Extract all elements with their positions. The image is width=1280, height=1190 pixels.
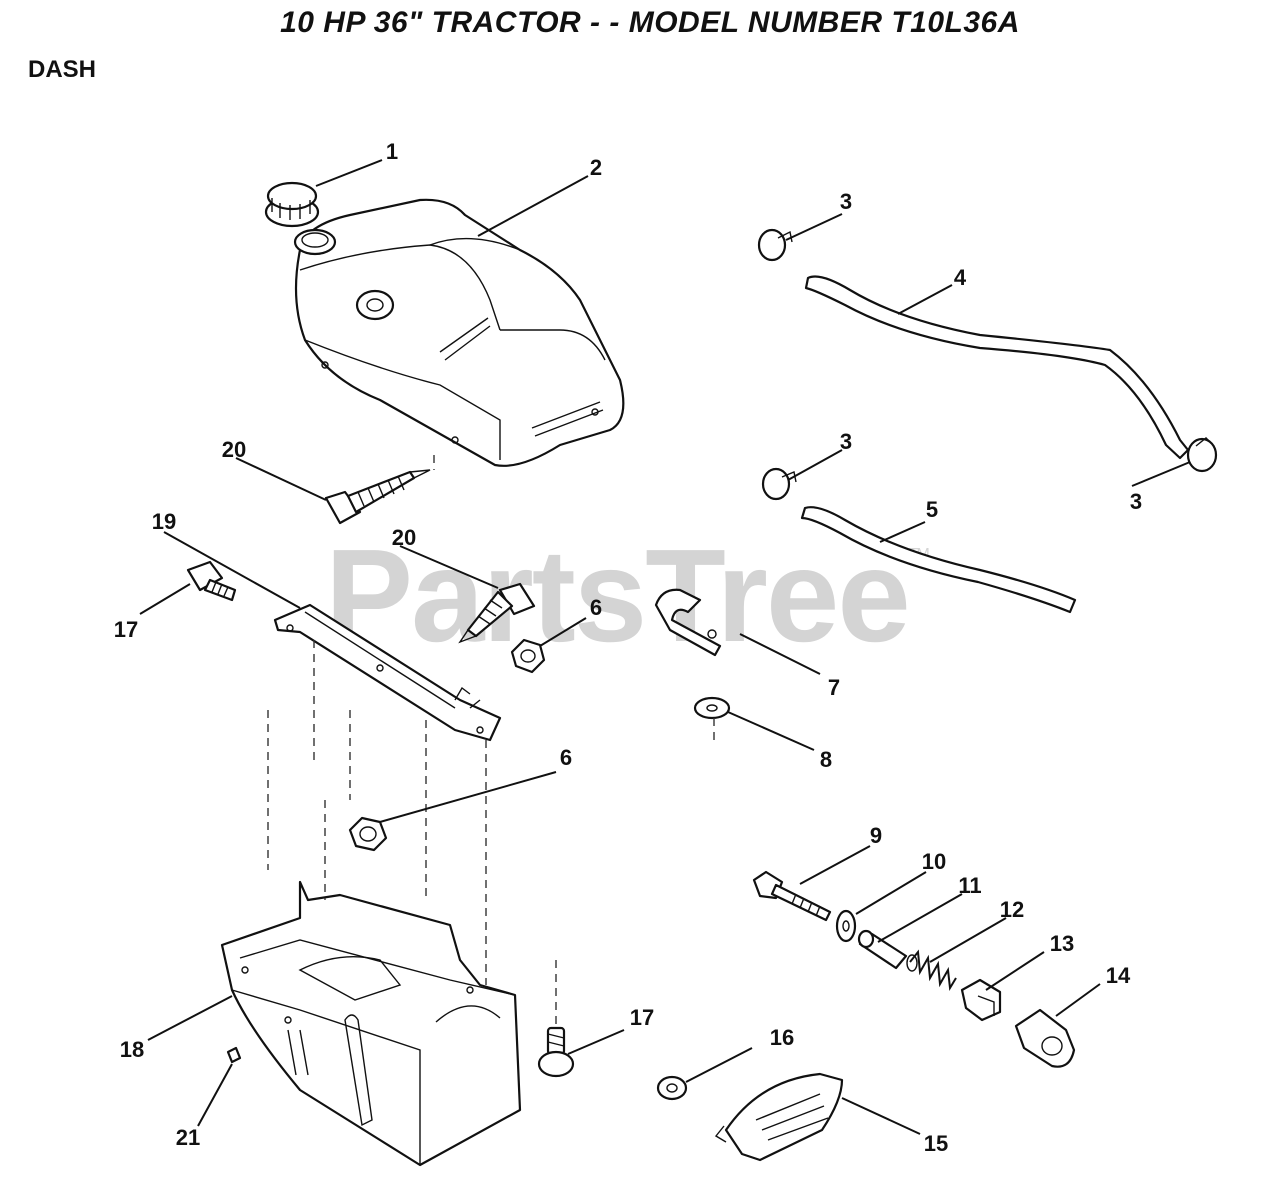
- callout-4: 4: [953, 265, 967, 290]
- callout-21: 21: [175, 1125, 201, 1150]
- page-title: 10 HP 36" TRACTOR - - MODEL NUMBER T10L3…: [280, 6, 1020, 39]
- part-thumb-screw-upper[interactable]: [186, 560, 237, 602]
- callout-3-upper: 3: [839, 189, 853, 214]
- leader-lines: [139, 159, 1191, 1135]
- callout-2: 2: [589, 155, 603, 180]
- part-throttle-quadrant[interactable]: [714, 1072, 844, 1162]
- part-spring[interactable]: [906, 949, 957, 992]
- part-handle[interactable]: [1014, 1008, 1076, 1068]
- callout-19: 19: [151, 509, 177, 534]
- watermark: PartsTreeTM: [325, 520, 930, 671]
- callout-10: 10: [921, 849, 947, 874]
- part-small-nut[interactable]: [656, 1075, 688, 1101]
- callout-11: 11: [958, 873, 982, 898]
- callout-3-right: 3: [1129, 489, 1143, 514]
- part-hose-clamp-right[interactable]: [1186, 437, 1218, 473]
- part-fuel-line-long[interactable]: [804, 275, 1190, 460]
- part-nut-lower[interactable]: [348, 816, 388, 852]
- callout-20-upper: 20: [221, 437, 247, 462]
- callout-1: 1: [385, 139, 399, 164]
- watermark-text: PartsTree: [325, 522, 911, 669]
- callout-6-upper: 6: [589, 595, 603, 620]
- callout-16: 16: [769, 1025, 795, 1050]
- part-fuel-line-short[interactable]: [800, 506, 1077, 614]
- part-lever-knob[interactable]: [960, 978, 1002, 1022]
- alignment-lines: [267, 455, 715, 1028]
- callout-5: 5: [925, 497, 939, 522]
- part-dash-bracket[interactable]: [273, 603, 502, 742]
- part-washer-small[interactable]: [835, 909, 857, 943]
- part-bolt[interactable]: [752, 870, 832, 922]
- callout-8: 8: [819, 747, 833, 772]
- callout-18: 18: [119, 1037, 145, 1062]
- part-spacer[interactable]: [857, 929, 908, 970]
- callout-15: 15: [923, 1131, 949, 1156]
- callout-3-middle: 3: [839, 429, 853, 454]
- callout-14: 14: [1105, 963, 1131, 988]
- part-fuel-cap[interactable]: [264, 181, 320, 228]
- part-nut-upper[interactable]: [510, 638, 546, 674]
- callout-13: 13: [1049, 931, 1075, 956]
- part-screw-lower[interactable]: [458, 582, 536, 644]
- part-hose-clamp-middle[interactable]: [761, 467, 797, 501]
- part-small-fastener[interactable]: [226, 1046, 242, 1064]
- callout-17-lower: 17: [629, 1005, 655, 1030]
- callout-6-lower: 6: [559, 745, 573, 770]
- part-thumb-screw-lower[interactable]: [537, 1026, 575, 1078]
- callout-7: 7: [827, 675, 841, 700]
- section-label: DASH: [28, 56, 97, 83]
- callout-9: 9: [869, 823, 883, 848]
- part-dash-panel[interactable]: [220, 880, 522, 1167]
- part-fuel-tank[interactable]: [293, 198, 625, 467]
- part-washer[interactable]: [693, 696, 731, 720]
- part-hose-clamp-upper[interactable]: [757, 228, 793, 262]
- part-screw-upper[interactable]: [324, 469, 431, 525]
- callout-12: 12: [999, 897, 1025, 922]
- part-strap[interactable]: [654, 588, 722, 657]
- callout-20-lower: 20: [391, 525, 417, 550]
- callout-17-upper: 17: [113, 617, 139, 642]
